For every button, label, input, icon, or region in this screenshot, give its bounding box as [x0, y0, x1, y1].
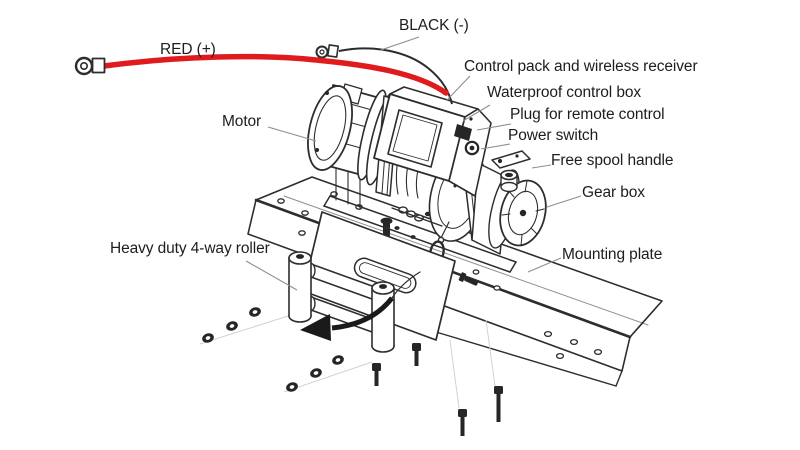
label-remote-plug: Plug for remote control — [510, 106, 665, 123]
free-spool-handle-drawing — [491, 150, 531, 193]
winch-base — [323, 167, 517, 273]
label-power-switch: Power switch — [508, 127, 599, 144]
nut — [249, 307, 261, 317]
remote-control-plug — [454, 124, 472, 141]
plate-stud-bolt — [380, 217, 393, 237]
label-mounting-plate: Mounting plate — [562, 246, 663, 263]
plate-holes — [277, 191, 603, 360]
bolt — [372, 363, 381, 386]
power-switch-drawing — [464, 140, 480, 156]
leader-black-cable — [380, 36, 420, 51]
label-motor: Motor — [222, 113, 262, 130]
leader-free-spool — [531, 164, 552, 169]
roller-fairlead-drawing — [288, 211, 456, 353]
nut — [202, 333, 214, 343]
leader-mounting-plate — [527, 257, 562, 273]
nut — [226, 321, 238, 331]
label-red-cable: RED (+) — [160, 41, 216, 58]
label-black-cable: BLACK (-) — [399, 17, 469, 34]
nut — [332, 355, 344, 365]
assembly-guide-lines — [199, 315, 496, 409]
red-cable — [74, 53, 449, 96]
leader-power-switch — [480, 143, 511, 150]
hardware-bolts — [372, 343, 503, 436]
bolt — [458, 409, 467, 436]
label-gear-box: Gear box — [582, 184, 645, 201]
leader-roller — [245, 260, 298, 291]
bolt — [494, 386, 503, 422]
control-pack-drawing — [373, 86, 492, 197]
nut — [286, 382, 298, 392]
plate-lying-bolt — [458, 272, 478, 286]
left-roller — [288, 251, 312, 323]
bolt — [412, 343, 421, 366]
leader-remote-plug — [476, 123, 512, 131]
rotation-arrow — [300, 271, 421, 341]
label-free-spool: Free spool handle — [551, 152, 674, 169]
label-roller: Heavy duty 4-way roller — [110, 240, 270, 257]
leader-waterproof-box — [462, 104, 491, 122]
nut — [310, 368, 322, 378]
ring-terminal — [74, 56, 106, 76]
leader-control-pack — [446, 75, 471, 101]
rope-keeper-ring — [429, 221, 450, 264]
leader-gear-box — [546, 195, 582, 208]
leader-lines — [245, 36, 582, 291]
right-roller — [371, 281, 395, 353]
leader-motor — [267, 126, 317, 142]
label-control-pack: Control pack and wireless receiver — [464, 58, 698, 75]
ring-terminal — [315, 44, 340, 59]
control-box-window — [387, 109, 443, 168]
hardware-nuts — [202, 307, 344, 392]
label-waterproof-box: Waterproof control box — [487, 84, 642, 101]
